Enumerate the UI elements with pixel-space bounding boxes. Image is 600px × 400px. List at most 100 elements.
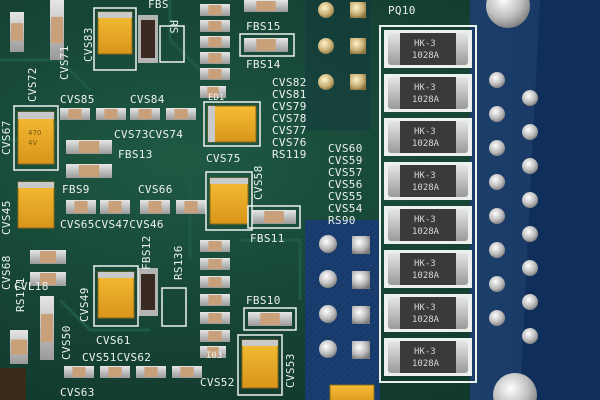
square-pad: [352, 306, 370, 324]
via: [489, 276, 505, 292]
smd-component: [200, 346, 226, 358]
label-cvs68: CVS68: [0, 255, 13, 290]
label-cvs85: CVS85: [60, 93, 95, 106]
label-cvs50: CVS50: [60, 325, 73, 360]
mounting-hole-top: [486, 0, 530, 28]
via: [319, 235, 337, 253]
label-cvs83: CVS83: [82, 27, 95, 62]
chip-marking-line1: HK-3: [414, 83, 436, 93]
via: [489, 106, 505, 122]
smd-component: [136, 366, 166, 378]
smd-component: [50, 0, 64, 60]
via: [489, 242, 505, 258]
via: [522, 226, 538, 242]
smd-component: [248, 312, 292, 326]
smd-component: [10, 330, 28, 364]
label-fbs13: FBS13: [118, 148, 153, 161]
inductor-chip: HK-3 1028A: [384, 30, 472, 68]
via: [319, 340, 337, 358]
resistor-strip: [138, 15, 158, 316]
smd-component: [66, 200, 96, 214]
stack-label: CVS76: [272, 136, 307, 149]
via: [318, 74, 334, 90]
label-cvs52: CVS52: [200, 376, 235, 389]
inductor-chip: HK-3 1028A: [384, 338, 472, 376]
inductor-chip: HK-3 1028A: [384, 250, 472, 288]
mounting-hole-bottom: [493, 373, 537, 400]
tantalum-capacitors: [17, 11, 375, 400]
stack-label: CVS79: [272, 100, 307, 113]
silkscreen-labels: CVS83 FBS RS CVS71 CVS72 CVS85 CVS84 CVS…: [0, 0, 416, 399]
chip-array: HK-31028AHK-31028AHK-31028AHK-31028AHK-3…: [379, 25, 477, 383]
label-cvs45: CVS45: [0, 200, 13, 235]
label-cvs61: CVS61: [96, 334, 131, 347]
smd-component: [244, 38, 288, 52]
smd-component: [200, 240, 230, 252]
label-cvs72: CVS72: [26, 67, 39, 102]
chip-marking-line2: 1028A: [412, 271, 440, 281]
via: [522, 294, 538, 310]
stack-label: CVS56: [328, 178, 363, 191]
via-grid-right: [489, 72, 538, 344]
label-cvs73-74: CVS73CVS74: [114, 128, 183, 141]
smd-component: [40, 296, 54, 360]
via: [318, 38, 334, 54]
stack-label: CVS78: [272, 112, 307, 125]
via: [318, 2, 334, 18]
smd-component: [100, 200, 130, 214]
label-fbs9: FBS9: [62, 183, 90, 196]
smd-component: [252, 210, 296, 224]
chip-marking-line2: 1028A: [412, 51, 440, 61]
label-cvl18: CVL18: [14, 280, 49, 293]
label-cvs51-62: CVS51CVS62: [82, 351, 151, 364]
smd-component: [200, 294, 230, 306]
connector-bottom-left: [0, 368, 26, 400]
chip-marking-line1: HK-3: [414, 347, 436, 357]
smd-component: [200, 52, 230, 64]
smd-component: [172, 366, 202, 378]
smd-component: [100, 366, 130, 378]
smd-component: [200, 36, 230, 48]
smd-component: [66, 164, 112, 178]
chip-marking-line2: 1028A: [412, 139, 440, 149]
via: [319, 270, 337, 288]
smd-component: [140, 200, 170, 214]
chip-marking-line2: 1028A: [412, 359, 440, 369]
chip-marking-line1: HK-3: [414, 39, 436, 49]
chip-marking-line1: HK-3: [414, 259, 436, 269]
smd-component: [176, 200, 206, 214]
chip-marking-line2: 1028A: [412, 95, 440, 105]
square-pad: [352, 271, 370, 289]
smd-component: [30, 272, 66, 286]
label-cvs75: CVS75: [206, 152, 241, 165]
smd-component: [200, 68, 230, 80]
smd-component: [200, 86, 226, 98]
label-cvs67: CVS67: [0, 120, 13, 155]
stack-label: CVS81: [272, 88, 307, 101]
via: [489, 208, 505, 224]
smd-component: [64, 366, 94, 378]
stack-label: CVS55: [328, 190, 363, 203]
label-cvs84: CVS84: [130, 93, 165, 106]
stack-label: CVS57: [328, 166, 363, 179]
label-fbs12: FBS12: [140, 235, 153, 270]
label-pq10: PQ10: [388, 4, 416, 17]
silkscreen-outlines: [13, 7, 301, 396]
via: [522, 90, 538, 106]
label-fbs: FBS: [148, 0, 169, 11]
stack-label: RS90: [328, 214, 356, 227]
square-pad: [350, 74, 366, 90]
label-rs: RS: [167, 20, 180, 34]
label-rs171: RS171: [14, 277, 27, 312]
via: [522, 158, 538, 174]
smd-component: [200, 312, 230, 324]
smd-component: [166, 108, 196, 120]
smd-component: [200, 20, 230, 32]
